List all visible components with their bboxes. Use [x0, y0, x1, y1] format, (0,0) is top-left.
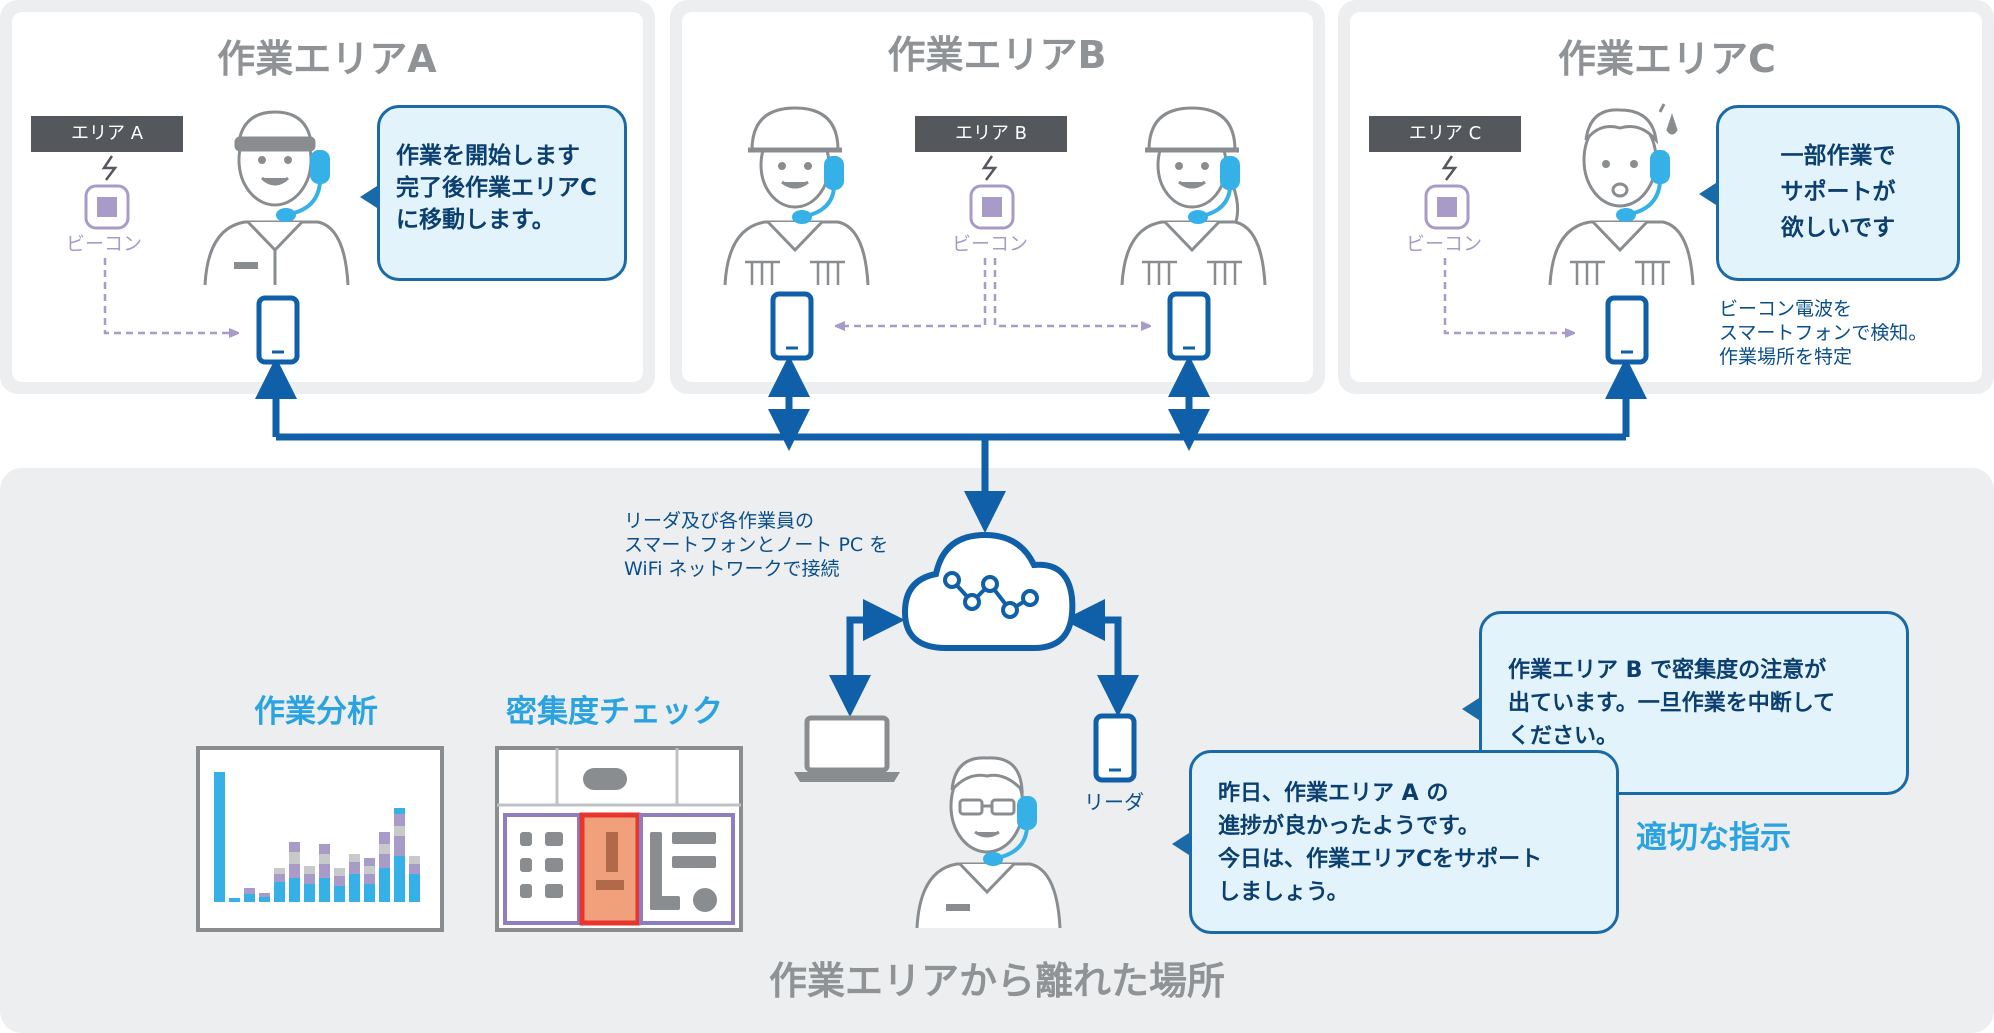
beacon-b-label: ビーコン	[952, 233, 1029, 255]
analysis-bar-segment	[379, 854, 390, 868]
leader-smartphone-icon	[1093, 713, 1137, 783]
headset-icon	[1188, 156, 1240, 224]
beacon-links	[103, 258, 1572, 333]
beacon-icon	[1424, 184, 1470, 230]
instruction-label: 適切な指示	[1636, 820, 1791, 856]
leader-label: リーダ	[1084, 790, 1144, 814]
analysis-bar-segment	[304, 884, 315, 902]
worker-b2-icon	[1120, 106, 1267, 286]
analysis-bar-segment	[349, 854, 360, 862]
analysis-bar-segment	[319, 854, 330, 864]
analysis-bar-segment	[274, 882, 285, 902]
analysis-bar-segment	[364, 874, 375, 884]
analysis-bar-segment	[349, 862, 360, 874]
analysis-bar-segment	[334, 876, 345, 886]
smartphone-icon	[256, 295, 300, 365]
analysis-bar-segment	[319, 844, 330, 854]
analysis-bar-segment	[289, 878, 300, 902]
analysis-bar-segment	[349, 874, 360, 902]
analysis-bar-segment	[379, 868, 390, 902]
smartphone-icon	[1167, 291, 1211, 361]
analysis-bar-segment	[334, 886, 345, 902]
analysis-bar-segment	[304, 874, 315, 884]
analysis-bar-segment	[394, 808, 405, 814]
analysis-panel	[196, 746, 444, 932]
density-map	[495, 746, 743, 932]
beacon-a-label: ビーコン	[66, 233, 143, 255]
laptop-icon	[794, 715, 900, 782]
analysis-bar-segment	[289, 842, 300, 852]
network-note: リーダ及び各作業員の スマートフォンとノート PC を WiFi ネットワークで…	[624, 510, 889, 580]
network-lines	[255, 355, 1647, 717]
analysis-bar-segment	[364, 884, 375, 902]
worker-c-message: 一部作業で サポートが 欲しいです	[1780, 143, 1896, 241]
analysis-bar-segment	[304, 866, 315, 874]
analysis-bar-segment	[259, 893, 270, 897]
worker-a-bubble: 作業を開始します 完了後作業エリアC に移動します。	[360, 105, 627, 281]
analysis-bar-segment	[229, 898, 240, 902]
support-message: 昨日、作業エリア A の 進捗が良かったようです。 今日は、作業エリアCをサポー…	[1218, 781, 1543, 905]
worker-b1-icon	[723, 106, 870, 286]
analysis-title: 作業分析	[254, 694, 378, 730]
analysis-bar-segment	[364, 866, 375, 874]
analysis-bar-segment	[394, 826, 405, 836]
analysis-bar-segment	[289, 852, 300, 864]
worker-c-bubble: 一部作業で サポートが 欲しいです	[1699, 105, 1960, 281]
area-b-tag: エリア B	[915, 116, 1067, 152]
analysis-bar-segment	[319, 864, 330, 878]
support-bubble: 昨日、作業エリア A の 進捗が良かったようです。 今日は、作業エリアCをサポー…	[1172, 750, 1619, 934]
analysis-bar-segment	[409, 856, 420, 864]
lightning-icon	[981, 155, 998, 181]
headset-icon	[983, 796, 1037, 866]
cloud-network-icon	[901, 531, 1076, 651]
analysis-bar-chart	[214, 772, 420, 902]
area-b-title: 作業エリアB	[887, 33, 1107, 77]
smartphone-icon	[1605, 295, 1649, 365]
area-a-tag: エリア A	[31, 116, 183, 152]
area-c-tag: エリア C	[1369, 116, 1521, 152]
analysis-bar-segment	[214, 772, 225, 902]
area-c-title: 作業エリアC	[1558, 37, 1776, 81]
analysis-bar-segment	[334, 868, 345, 876]
analysis-bar-segment	[364, 858, 375, 866]
analysis-bar-segment	[409, 864, 420, 874]
smartphone-icon	[770, 291, 814, 361]
beacon-icon	[84, 184, 130, 230]
analysis-bar-segment	[319, 878, 330, 902]
zone-left	[503, 813, 581, 925]
leader-icon	[915, 756, 1062, 929]
headset-icon	[276, 150, 330, 222]
analysis-bar-segment	[244, 888, 255, 894]
analysis-bar-segment	[244, 894, 255, 902]
worker-a-icon	[203, 110, 350, 286]
lightning-icon	[1441, 155, 1458, 181]
worker-a-message: 作業を開始します 完了後作業エリアC に移動します。	[396, 143, 597, 233]
analysis-bar-segment	[259, 897, 270, 902]
density-title: 密集度チェック	[506, 694, 723, 730]
analysis-bar-segment	[394, 856, 405, 902]
lightning-icon	[101, 155, 118, 181]
analysis-bar-segment	[274, 874, 285, 882]
remote-location-title: 作業エリアから離れた場所	[768, 959, 1225, 1003]
analysis-bar-segment	[379, 844, 390, 854]
worker-c-icon	[1548, 103, 1695, 286]
analysis-bar-segment	[409, 874, 420, 902]
analysis-bar-segment	[394, 836, 405, 856]
area-a-title: 作業エリアA	[217, 37, 437, 81]
beacon-icon	[969, 184, 1015, 230]
density-notice-bubble: 作業エリア B で密集度の注意が 出ています。一旦作業を中断して ください。	[1462, 611, 1909, 795]
headset-icon	[792, 156, 844, 224]
analysis-bar-segment	[379, 832, 390, 844]
beacon-c-label: ビーコン	[1406, 233, 1483, 255]
analysis-bar-segment	[289, 864, 300, 878]
analysis-bar-segment	[394, 814, 405, 826]
analysis-bar-segment	[274, 868, 285, 874]
density-notice-message: 作業エリア B で密集度の注意が 出ています。一旦作業を中断して ください。	[1508, 658, 1836, 749]
headset-icon	[1616, 150, 1670, 222]
beacon-detect-note: ビーコン電波を スマートフォンで検知。 作業場所を特定	[1719, 298, 1928, 368]
